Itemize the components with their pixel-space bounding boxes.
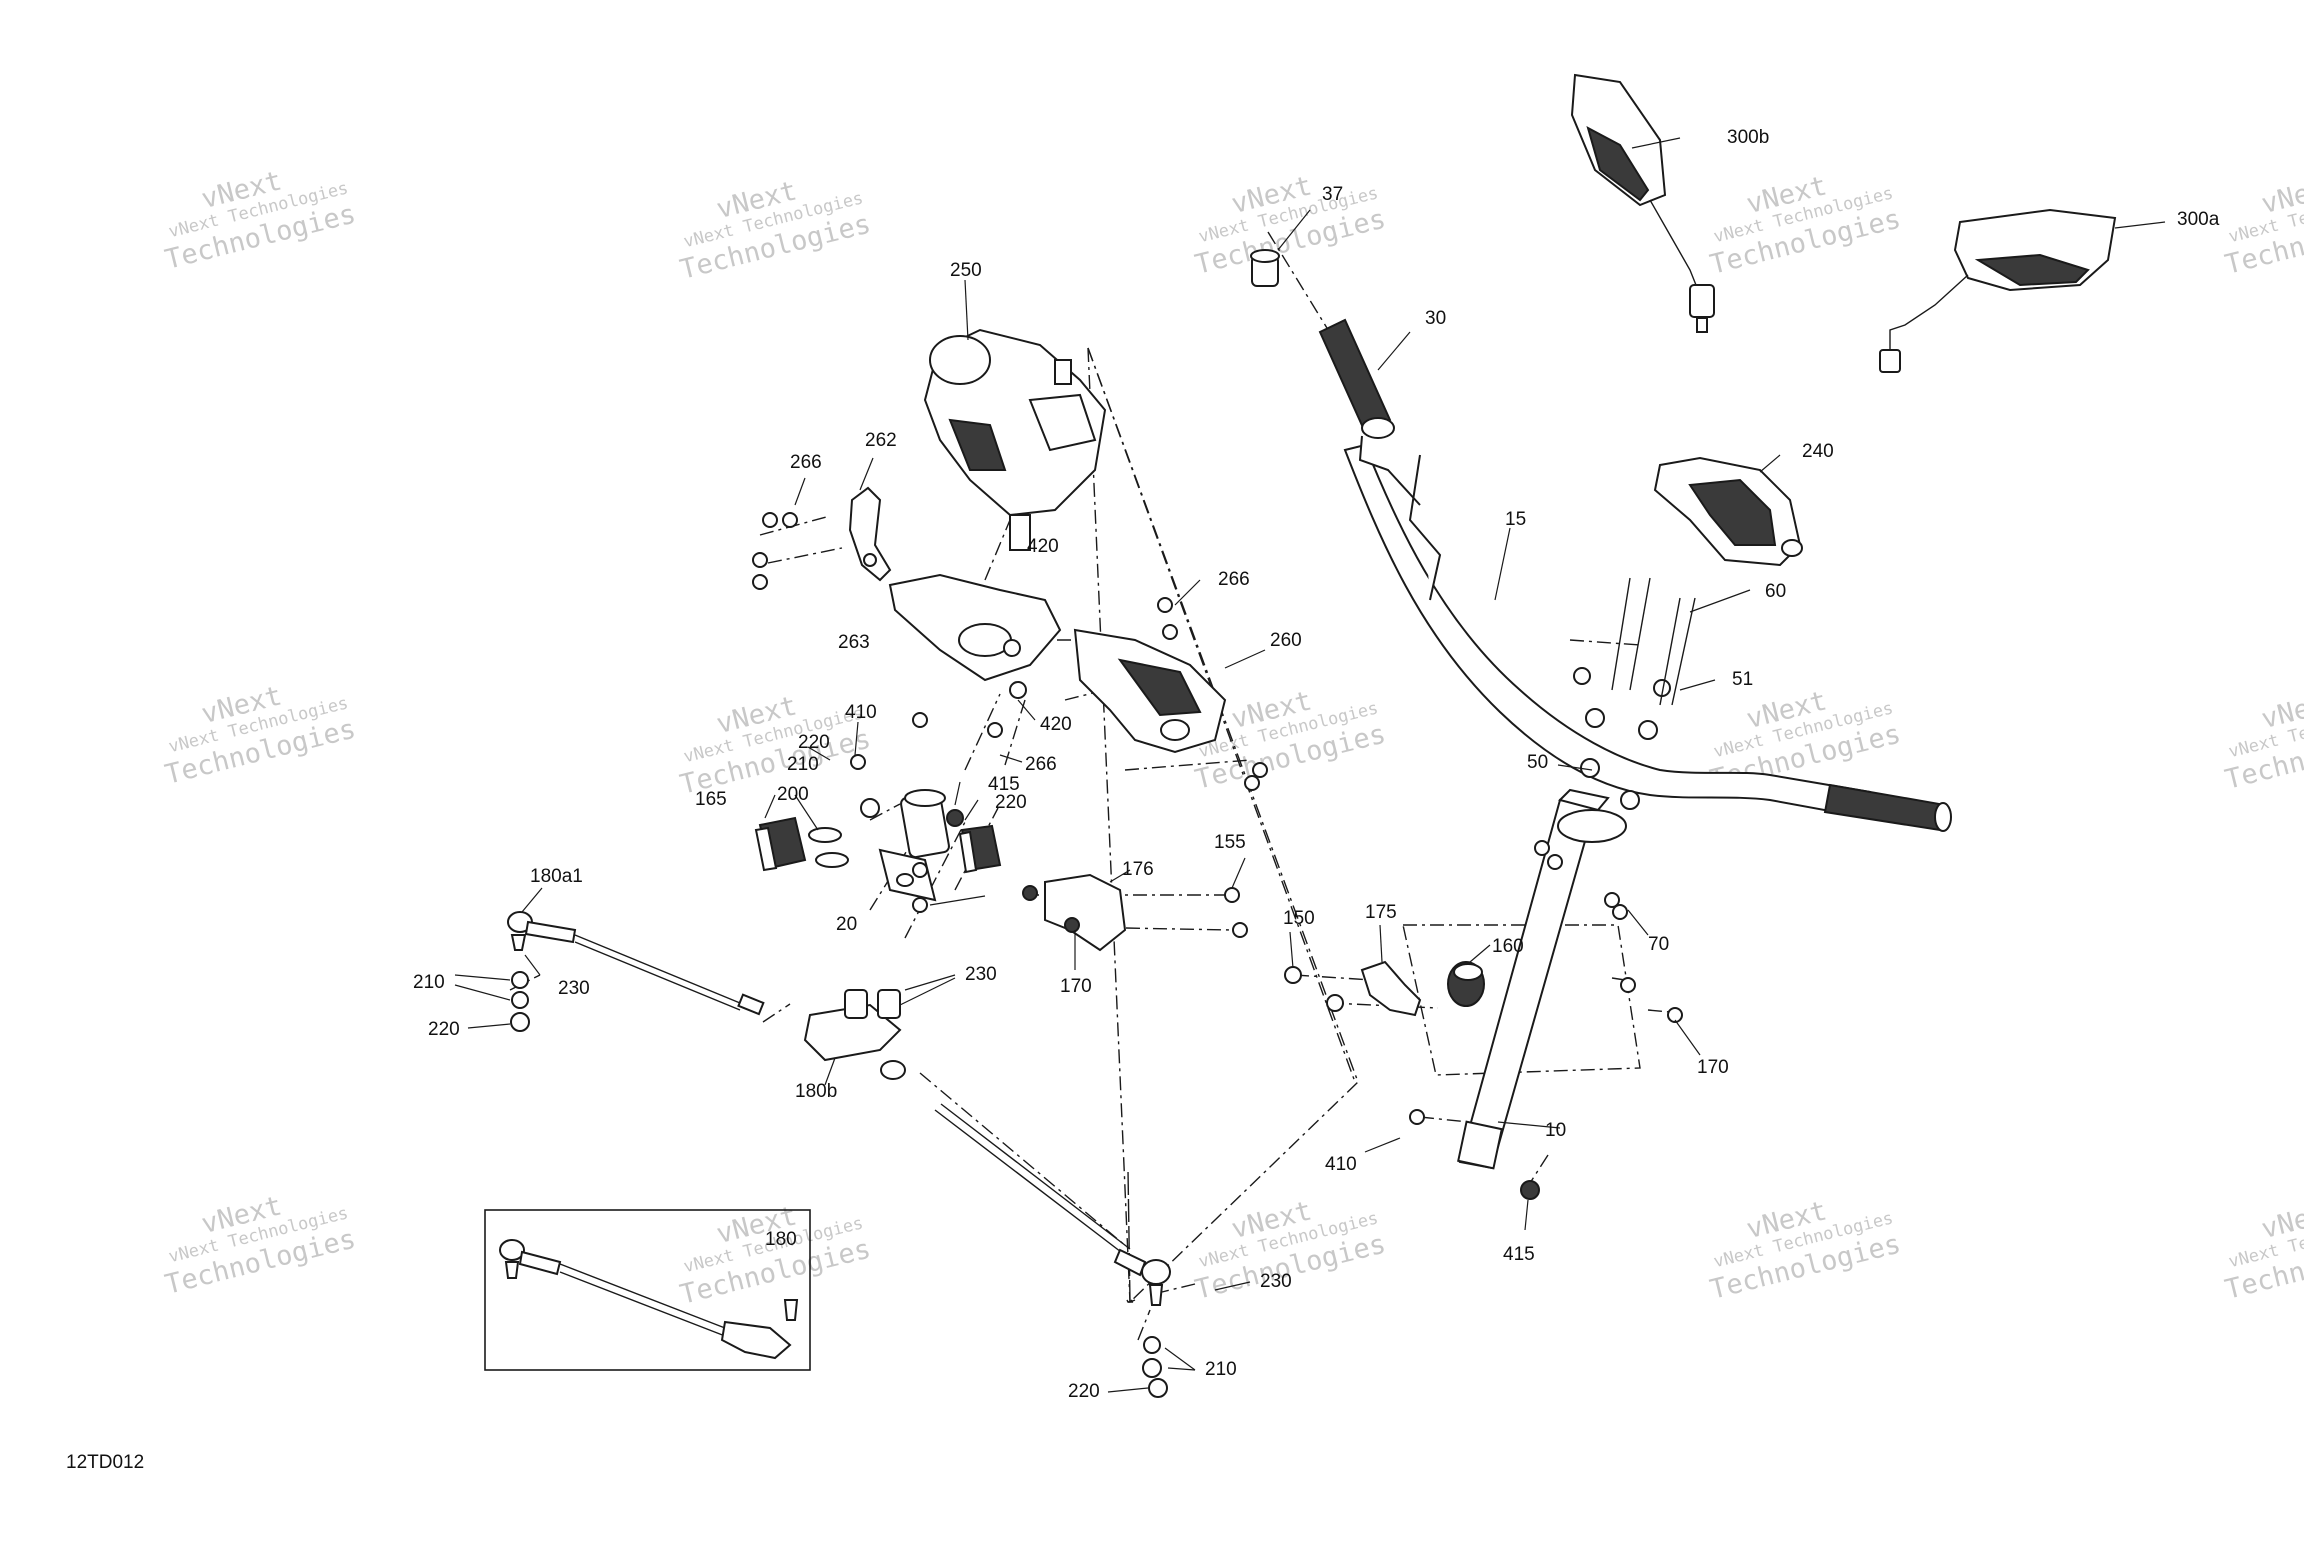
callout-220-bottom-left: 220 [428, 1019, 460, 1040]
callout-60: 60 [1765, 581, 1786, 602]
inset-box-tie-rod-180 [484, 1209, 811, 1371]
part-mirror-left [1570, 73, 1715, 333]
callout-176: 176 [1122, 859, 1154, 880]
callout-420-lower: 420 [1040, 714, 1072, 735]
callout-200: 200 [777, 784, 809, 805]
drawing-code: 12TD012 [66, 1452, 144, 1473]
callout-240: 240 [1802, 441, 1834, 462]
part-steering-bracket-20 [878, 789, 950, 902]
callout-220-left: 220 [798, 732, 830, 753]
callout-51: 51 [1732, 669, 1753, 690]
callout-250: 250 [950, 260, 982, 281]
callout-170-left: 170 [1060, 976, 1092, 997]
part-bushing-right [958, 824, 1002, 874]
callout-30: 30 [1425, 308, 1446, 329]
callout-160: 160 [1492, 936, 1524, 957]
part-mount-bracket-262 [848, 486, 892, 582]
part-mount-bracket-263 [888, 573, 1062, 682]
part-handlebar-cover [1653, 456, 1803, 567]
callout-415-upper: 415 [988, 774, 1020, 795]
part-bracket-175 [1360, 960, 1422, 1017]
callout-180b: 180b [795, 1081, 837, 1102]
callout-266-upper-right: 266 [1218, 569, 1250, 590]
callout-50: 50 [1527, 752, 1548, 773]
part-grommet-160 [1447, 961, 1485, 1007]
callout-263: 263 [838, 632, 870, 653]
callout-415-lower: 415 [1503, 1244, 1535, 1265]
callout-230-left: 230 [558, 978, 590, 999]
callout-37: 37 [1322, 184, 1343, 205]
part-center-link-180b [803, 989, 906, 1080]
callout-266-lower: 266 [1025, 754, 1057, 775]
callout-220-middle: 220 [995, 792, 1027, 813]
callout-220-bottom: 220 [1068, 1381, 1100, 1402]
part-left-grip [1318, 318, 1421, 506]
part-mirror-right [1879, 208, 2117, 373]
callout-155: 155 [1214, 832, 1246, 853]
part-tie-rod-a [507, 911, 765, 1016]
callout-10: 10 [1545, 1120, 1566, 1141]
part-bushing-165 [754, 816, 807, 872]
part-handlebar [1343, 443, 1952, 832]
callout-260: 260 [1270, 630, 1302, 651]
callout-420-top: 420 [1027, 536, 1059, 557]
callout-175: 175 [1365, 902, 1397, 923]
part-washer-200 [808, 827, 849, 868]
callout-300a: 300a [2177, 209, 2220, 230]
callout-300b: 300b [1727, 127, 1769, 148]
part-steering-column [1457, 788, 1627, 1170]
part-bracket-176 [1022, 873, 1127, 952]
part-cap-37 [1250, 249, 1280, 287]
callout-410-left: 410 [845, 702, 877, 723]
callout-230-center: 230 [965, 964, 997, 985]
callout-210-bottom: 210 [1205, 1359, 1237, 1380]
callout-165: 165 [695, 789, 727, 810]
part-fasteners [510, 512, 1696, 1398]
part-tie-rod-b [934, 1103, 1171, 1306]
part-power-steering-unit [923, 328, 1107, 551]
callout-262: 262 [865, 430, 897, 451]
callout-230-bottom: 230 [1260, 1271, 1292, 1292]
callout-15: 15 [1505, 509, 1526, 530]
callout-70: 70 [1648, 934, 1669, 955]
callout-leaders [454, 137, 2166, 1393]
callout-266-left: 266 [790, 452, 822, 473]
callout-20: 20 [836, 914, 857, 935]
part-mount-bracket-260 [1073, 628, 1227, 754]
callout-210-upper: 210 [787, 754, 819, 775]
callout-180a1: 180a1 [530, 866, 583, 887]
callout-170-right: 170 [1697, 1057, 1729, 1078]
callout-410-lower: 410 [1325, 1154, 1357, 1175]
callout-labels: 37 30 300b 300a 250 262 266 420 266 263 … [413, 127, 2220, 1402]
callout-150: 150 [1283, 908, 1315, 929]
callout-210-left: 210 [413, 972, 445, 993]
callout-180: 180 [765, 1229, 797, 1250]
